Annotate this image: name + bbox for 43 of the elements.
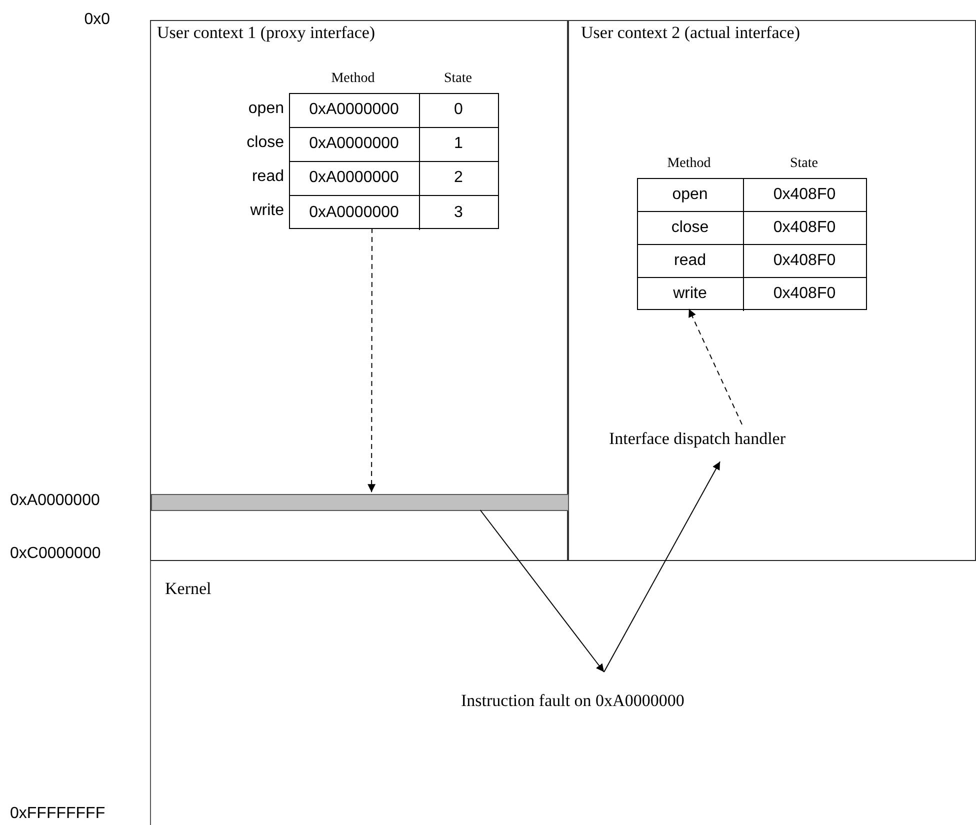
- row-label: open: [247, 99, 284, 119]
- table-cell: read: [637, 244, 744, 278]
- fault-label: Instruction fault on 0xA0000000: [461, 691, 684, 711]
- memory-region: [150, 20, 568, 560]
- table-cell: open: [637, 178, 744, 212]
- method-table: [289, 93, 499, 229]
- address-label: 0x0: [83, 10, 110, 30]
- shaded-bar: [151, 494, 569, 511]
- table-cell: 0xA0000000: [289, 127, 420, 162]
- address-label: 0xA0000000: [10, 491, 101, 511]
- memory-region: [568, 20, 976, 560]
- column-header: Method: [666, 155, 712, 173]
- row-label: write: [249, 201, 284, 221]
- table-cell: 0x408F0: [743, 178, 866, 212]
- dashed-arrow: [688, 308, 742, 425]
- column-header: Method: [330, 70, 376, 88]
- kernel-region: [150, 560, 976, 825]
- region-title: User context 2 (actual interface): [581, 23, 800, 43]
- table-cell: 0xA0000000: [289, 195, 420, 230]
- table-cell: 0x408F0: [743, 244, 866, 278]
- row-label: close: [246, 133, 284, 153]
- region-title: Kernel: [165, 579, 212, 599]
- region-title: User context 1 (proxy interface): [157, 23, 376, 43]
- arrow: [604, 461, 720, 672]
- table-cell: 2: [419, 161, 498, 196]
- address-label: 0xFFFFFFFF: [10, 804, 106, 824]
- table-cell: 1: [419, 127, 498, 162]
- address-label: 0xC0000000: [10, 544, 102, 564]
- table-cell-text: 3: [453, 202, 464, 222]
- table-cell: write: [637, 277, 744, 311]
- table-cell: 0: [419, 93, 498, 128]
- table-cell: 0xA0000000: [289, 93, 420, 128]
- column-header: State: [443, 70, 473, 88]
- dashed-arrow: [368, 228, 376, 493]
- row-label: read: [250, 167, 284, 187]
- arrow: [480, 510, 604, 672]
- method-table: [637, 178, 867, 310]
- table-cell: 0x408F0: [743, 211, 866, 245]
- table-cell-text: 0x408F0: [772, 284, 837, 304]
- table-cell: close: [637, 211, 744, 245]
- handler-label: Interface dispatch handler: [609, 429, 786, 449]
- table-cell: 0xA0000000: [289, 161, 420, 196]
- column-header: State: [789, 155, 819, 173]
